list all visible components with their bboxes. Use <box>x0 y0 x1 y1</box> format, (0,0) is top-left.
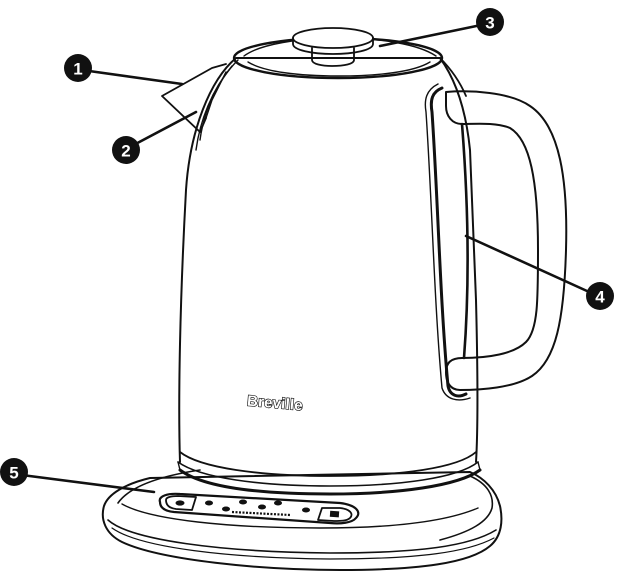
brand-logo: Breville <box>246 393 303 415</box>
kettle-lid <box>232 27 444 80</box>
callout-5: 5 <box>0 458 28 486</box>
callout-2: 2 <box>112 136 140 164</box>
svg-text:4: 4 <box>595 288 605 307</box>
keep-warm-button[interactable] <box>317 507 353 522</box>
callout-leaders <box>12 22 600 494</box>
callout-3: 3 <box>476 8 504 36</box>
callout-4: 4 <box>586 282 614 310</box>
svg-text:3: 3 <box>485 14 494 33</box>
kettle-body <box>177 57 482 496</box>
power-button[interactable] <box>165 495 197 511</box>
lid-knob[interactable] <box>292 27 374 67</box>
svg-text:2: 2 <box>121 142 130 161</box>
svg-text:5: 5 <box>9 464 18 483</box>
control-panel <box>158 492 360 525</box>
callout-1: 1 <box>64 54 92 82</box>
kettle-spout <box>161 63 227 133</box>
kettle-handle[interactable] <box>424 83 568 401</box>
svg-text:1: 1 <box>73 60 82 79</box>
kettle-base <box>101 469 503 571</box>
temperature-indicators <box>205 499 310 517</box>
